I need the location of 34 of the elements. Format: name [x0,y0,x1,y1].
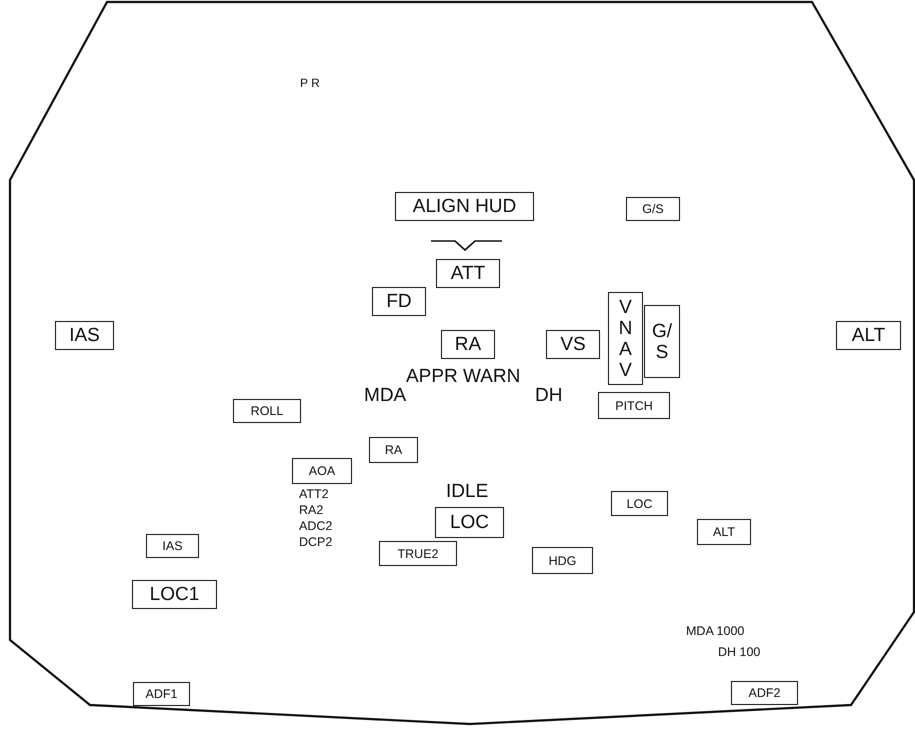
annunciator-box: HDG [532,547,593,574]
annunciator-box: ATT [436,259,500,288]
display-label: APPR WARN [406,366,520,388]
annunciator-box: G/S [626,197,680,221]
display-label: P R [300,76,320,90]
display-label: RA2 [299,503,324,517]
display-label: DCP2 [299,535,332,549]
annunciator-box: LOC [611,491,668,516]
annunciator-box: ADF1 [133,682,190,706]
display-label: ATT2 [299,487,329,501]
annunciator-box: G/S [644,305,680,378]
display-label: IDLE [446,481,488,503]
annunciator-box: PITCH [598,392,670,419]
annunciator-box: VS [546,330,600,359]
annunciator-box: ROLL [233,399,301,423]
annunciator-box: VNAV [608,292,643,385]
annunciator-box: IAS [146,534,199,558]
annunciator-box: ADF2 [731,681,798,705]
annunciator-box: ALT [697,519,751,545]
display-label: MDA [364,385,406,407]
annunciator-box: IAS [55,321,114,350]
annunciator-box: RA [369,437,418,463]
annunciator-box: ALT [836,321,901,350]
annunciator-box: LOC1 [132,580,217,609]
annunciator-box: ALIGN HUD [395,192,534,221]
display-label: ADC2 [299,519,332,533]
annunciator-box: TRUE2 [379,541,457,566]
display-label: DH 100 [718,645,760,659]
display-label: DH [535,385,562,407]
annunciator-box: LOC [435,507,504,538]
display-label: MDA 1000 [686,624,744,638]
annunciator-box: RA [441,330,495,359]
annunciator-box: FD [372,287,426,316]
annunciator-box: AOA [292,458,352,484]
